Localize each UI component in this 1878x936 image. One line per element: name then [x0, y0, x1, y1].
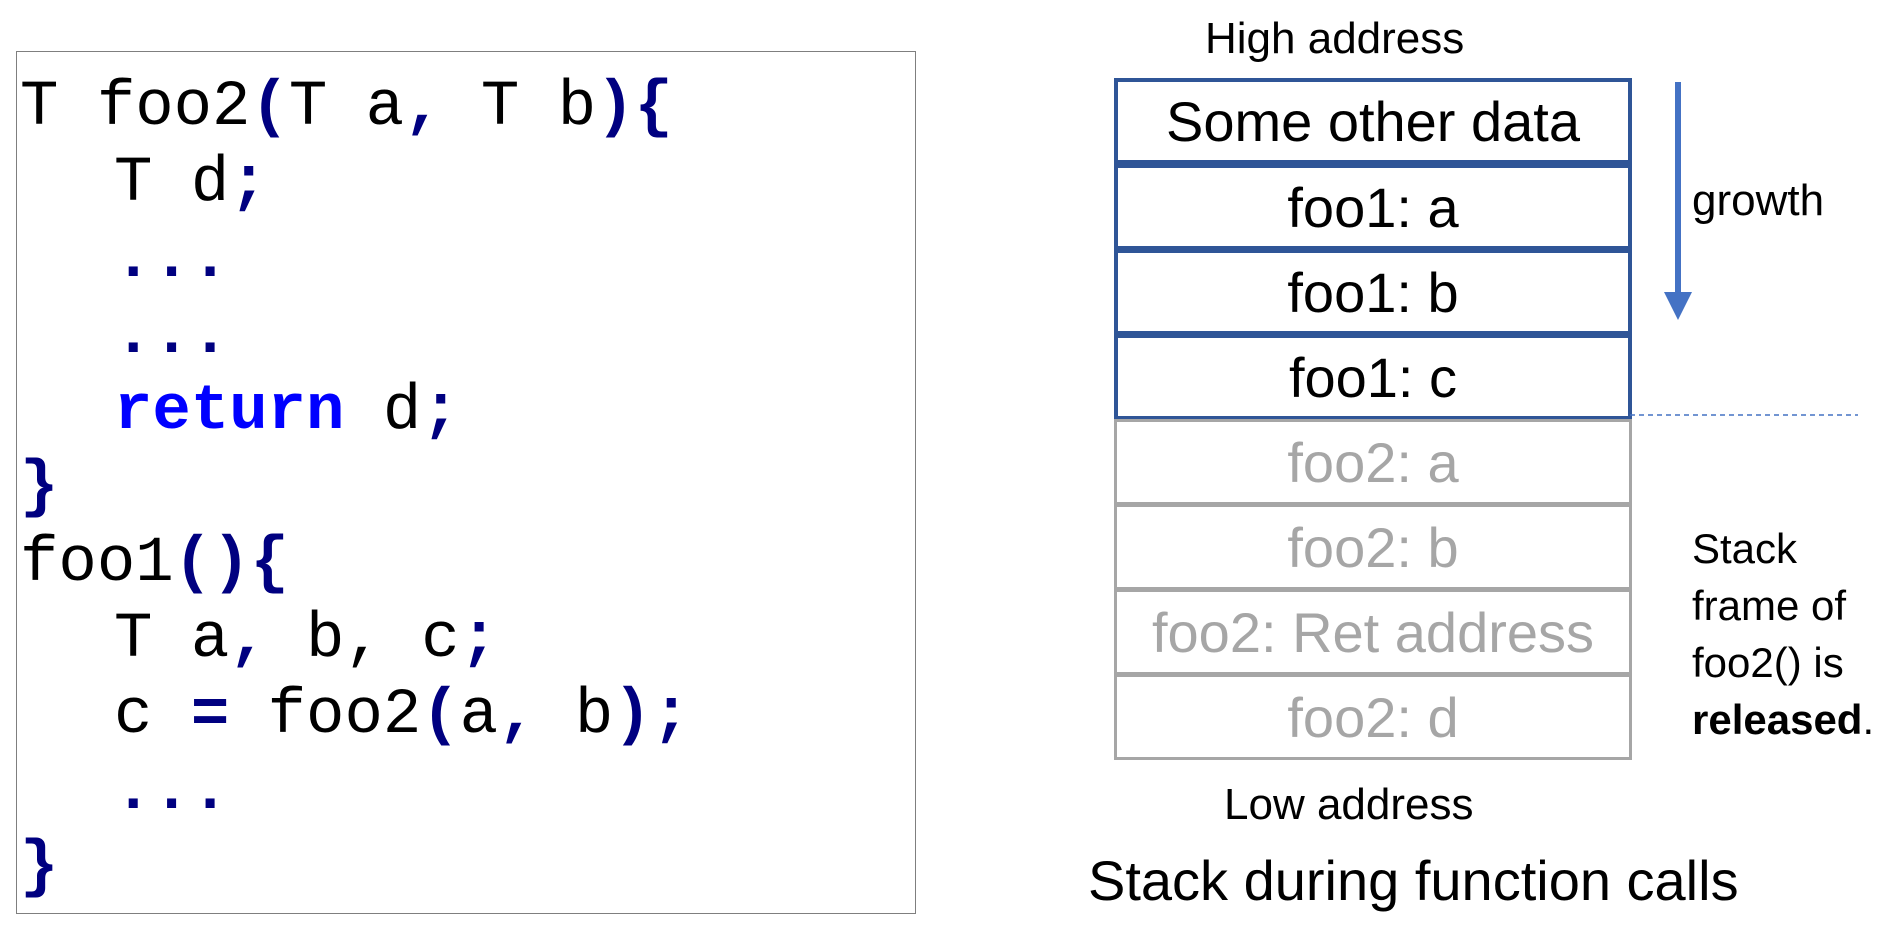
code-token: ,: [404, 72, 443, 144]
code-token: return: [114, 376, 345, 448]
note-period: .: [1862, 696, 1875, 743]
code-line: }: [20, 830, 58, 906]
note-bold-word: released: [1692, 696, 1863, 743]
code-line: }: [20, 450, 58, 526]
code-token: T foo2: [20, 72, 251, 144]
code-token: ;: [421, 376, 460, 448]
code-line: ...: [20, 298, 229, 374]
diagram-caption: Stack during function calls: [1088, 849, 1739, 912]
stack-cell-label: foo1: c: [1288, 345, 1458, 409]
stack-cell: foo2: Ret address: [1114, 589, 1632, 675]
code-token: d: [344, 376, 422, 448]
stack-cell: foo1: c: [1114, 334, 1632, 420]
code-token: foo2: [229, 680, 422, 752]
code-line-content: return d;: [114, 376, 460, 448]
stack-cell: foo2: b: [1114, 504, 1632, 590]
code-line-content: T a, b, c;: [114, 604, 498, 676]
stack-cell-label: foo2: d: [1287, 685, 1459, 749]
stack-cell-label: foo1: a: [1287, 175, 1459, 239]
code-line-content: c = foo2(a, b);: [114, 680, 690, 752]
code-token: }: [20, 832, 59, 904]
code-line-content: }: [20, 832, 58, 904]
stack-cell: foo1: b: [1114, 249, 1632, 335]
code-token: (: [250, 72, 289, 144]
stack-cell-label: Some other data: [1165, 89, 1581, 153]
stack-cell: foo2: d: [1114, 674, 1632, 760]
code-token: (: [421, 680, 460, 752]
code-token: b: [536, 680, 614, 752]
code-token: T d: [114, 148, 230, 220]
code-line: foo1(){: [20, 526, 289, 602]
code-line-content: }: [20, 452, 58, 524]
note-line-4: released.: [1692, 691, 1874, 748]
code-line: c = foo2(a, b);: [20, 678, 690, 754]
code-panel: [16, 51, 916, 914]
stack-cell: foo1: a: [1114, 164, 1632, 250]
code-line: ...: [20, 222, 229, 298]
stack-cell-label: foo1: b: [1287, 260, 1459, 324]
stack-cell-label: foo2: b: [1287, 515, 1459, 579]
code-token: ...: [114, 300, 230, 372]
stack-cell-label: foo2: a: [1287, 430, 1459, 494]
code-line-content: ...: [114, 224, 229, 296]
growth-arrow-icon: [1664, 82, 1692, 320]
code-token: ;: [459, 604, 499, 676]
released-note: Stack frame of foo2() is released.: [1692, 520, 1874, 748]
code-line-content: foo1(){: [20, 528, 289, 600]
code-token: ;: [229, 148, 268, 220]
note-line-2: frame of: [1692, 582, 1847, 629]
note-line-1: Stack: [1692, 525, 1798, 572]
code-token: =: [190, 680, 230, 752]
note-line-3: foo2() is: [1692, 639, 1844, 686]
code-token: }: [20, 452, 59, 524]
growth-label: growth: [1692, 176, 1825, 225]
code-token: ,: [498, 680, 537, 752]
code-token: );: [613, 680, 691, 752]
code-token: ,: [229, 604, 268, 676]
code-token: T b: [442, 72, 597, 144]
code-line-content: T d;: [114, 148, 268, 220]
code-token: ...: [114, 756, 230, 828]
code-line-content: ...: [114, 756, 229, 828]
code-token: foo1: [20, 528, 174, 600]
code-line: ...: [20, 754, 229, 830]
code-line-content: ...: [114, 300, 229, 372]
code-token: a: [459, 680, 499, 752]
code-token: b, c: [267, 604, 460, 676]
code-line-content: T foo2(T a, T b){: [20, 72, 673, 144]
frame-boundary-line: [1630, 414, 1858, 416]
code-line: T foo2(T a, T b){: [20, 70, 673, 146]
code-token: (){: [173, 528, 289, 600]
code-token: T a: [288, 72, 405, 144]
stack-cell-label: foo2: Ret address: [1151, 600, 1595, 664]
low-address-label: Low address: [1224, 780, 1474, 829]
code-line: T a, b, c;: [20, 602, 498, 678]
code-token: ...: [114, 224, 230, 296]
stack-cell: foo2: a: [1114, 419, 1632, 505]
high-address-label: High address: [1205, 14, 1465, 63]
code-token: c: [114, 680, 191, 752]
code-line: return d;: [20, 374, 460, 450]
code-line: T d;: [20, 146, 268, 222]
stack-cell: Some other data: [1114, 78, 1632, 164]
code-token: ){: [596, 72, 673, 144]
code-token: T a: [114, 604, 230, 676]
